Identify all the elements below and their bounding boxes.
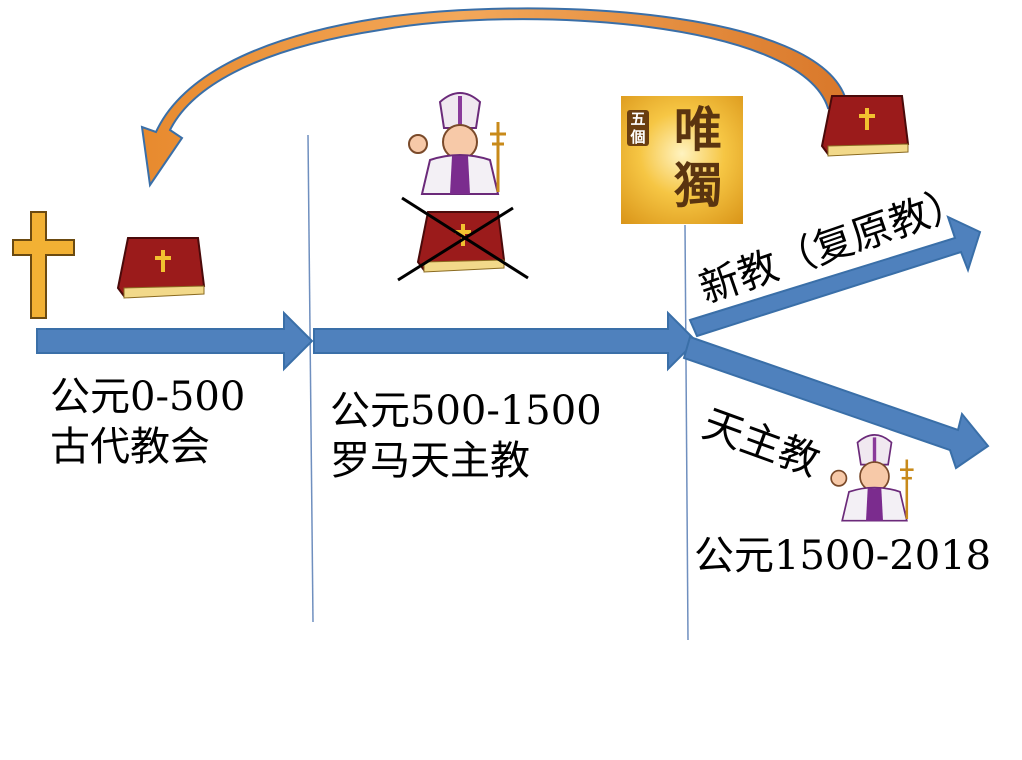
period-name: 罗马天主教 bbox=[330, 438, 530, 484]
badge-small-text: 五個 bbox=[627, 110, 649, 146]
period-label-ancient: 公元0-500 古代教会 bbox=[50, 372, 245, 472]
period-years: 公元1500-2018 bbox=[694, 533, 992, 579]
period-years: 公元500-1500 bbox=[330, 388, 602, 434]
divider-line bbox=[684, 224, 689, 641]
divider-line bbox=[307, 134, 314, 623]
pope-icon bbox=[408, 92, 506, 195]
badge-big-text: 唯獨 bbox=[673, 102, 722, 214]
period-label-modern: 公元1500-2018 bbox=[694, 531, 991, 581]
protestant-branch-arrow bbox=[688, 215, 982, 338]
bible-icon bbox=[820, 95, 910, 157]
return-arrow bbox=[140, 7, 848, 188]
timeline-arrow bbox=[313, 310, 698, 372]
period-years: 公元0-500 bbox=[50, 374, 246, 420]
period-name: 古代教会 bbox=[50, 424, 210, 470]
period-label-roman: 公元500-1500 罗马天主教 bbox=[330, 386, 602, 486]
cross-out-icon bbox=[397, 196, 529, 282]
cross-icon bbox=[12, 211, 75, 319]
pope-icon bbox=[830, 434, 914, 522]
bible-icon bbox=[116, 237, 206, 299]
timeline-arrow bbox=[36, 310, 314, 372]
five-solas-badge: 五個 唯獨 bbox=[621, 96, 743, 224]
catholic-branch-arrow bbox=[682, 335, 990, 470]
